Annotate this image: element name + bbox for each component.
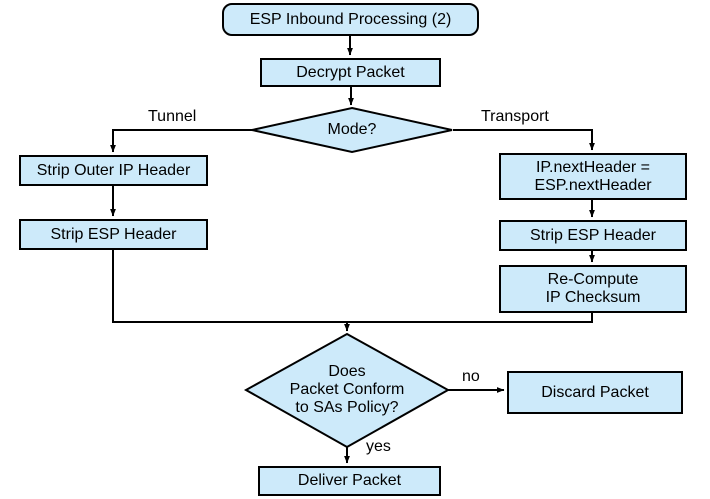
edge-right-merge-to-conform bbox=[347, 312, 593, 323]
next-header-box-label: IP.nextHeader = ESP.nextHeader bbox=[534, 158, 652, 194]
mode-diamond-shape bbox=[251, 106, 453, 154]
mode-diamond-label: Mode? bbox=[327, 121, 377, 138]
discard-box-shape bbox=[507, 371, 683, 414]
strip-outer-ip-box-shape bbox=[19, 155, 208, 186]
strip-esp-right-box-label: Strip ESP Header bbox=[530, 226, 656, 244]
strip-esp-right-box-shape bbox=[499, 220, 687, 251]
edge-left-merge-to-conform bbox=[112, 249, 350, 332]
recompute-box-shape bbox=[499, 265, 687, 313]
deliver-box-shape bbox=[258, 466, 441, 496]
decrypt-box-shape bbox=[260, 58, 441, 87]
next-header-box-shape bbox=[499, 153, 687, 200]
discard-box-label: Discard Packet bbox=[541, 383, 649, 401]
recompute-box-label: Re-Compute IP Checksum bbox=[545, 271, 641, 306]
edge-mode-to-strip-outer-ip bbox=[109, 129, 252, 153]
deliver-box-label: Deliver Packet bbox=[297, 472, 402, 489]
strip-esp-left-box-shape bbox=[19, 219, 208, 250]
edge-label-no: no bbox=[462, 368, 480, 385]
edge-label-yes: yes bbox=[366, 438, 391, 455]
decrypt-box-label: Decrypt Packet bbox=[296, 63, 405, 81]
strip-outer-ip-box-label: Strip Outer IP Header bbox=[36, 161, 191, 179]
strip-esp-left-box-label: Strip ESP Header bbox=[50, 225, 177, 243]
conform-diamond-shape bbox=[243, 332, 451, 449]
conform-diamond-label: Does Packet Conform to SAs Policy? bbox=[289, 363, 405, 416]
edge-mode-to-next-header bbox=[453, 129, 595, 151]
edge-label-transport: Transport bbox=[481, 108, 549, 125]
edge-label-tunnel: Tunnel bbox=[148, 108, 197, 125]
title-box-shape bbox=[222, 3, 479, 36]
title-box-label: ESP Inbound Processing (2) bbox=[249, 10, 452, 28]
